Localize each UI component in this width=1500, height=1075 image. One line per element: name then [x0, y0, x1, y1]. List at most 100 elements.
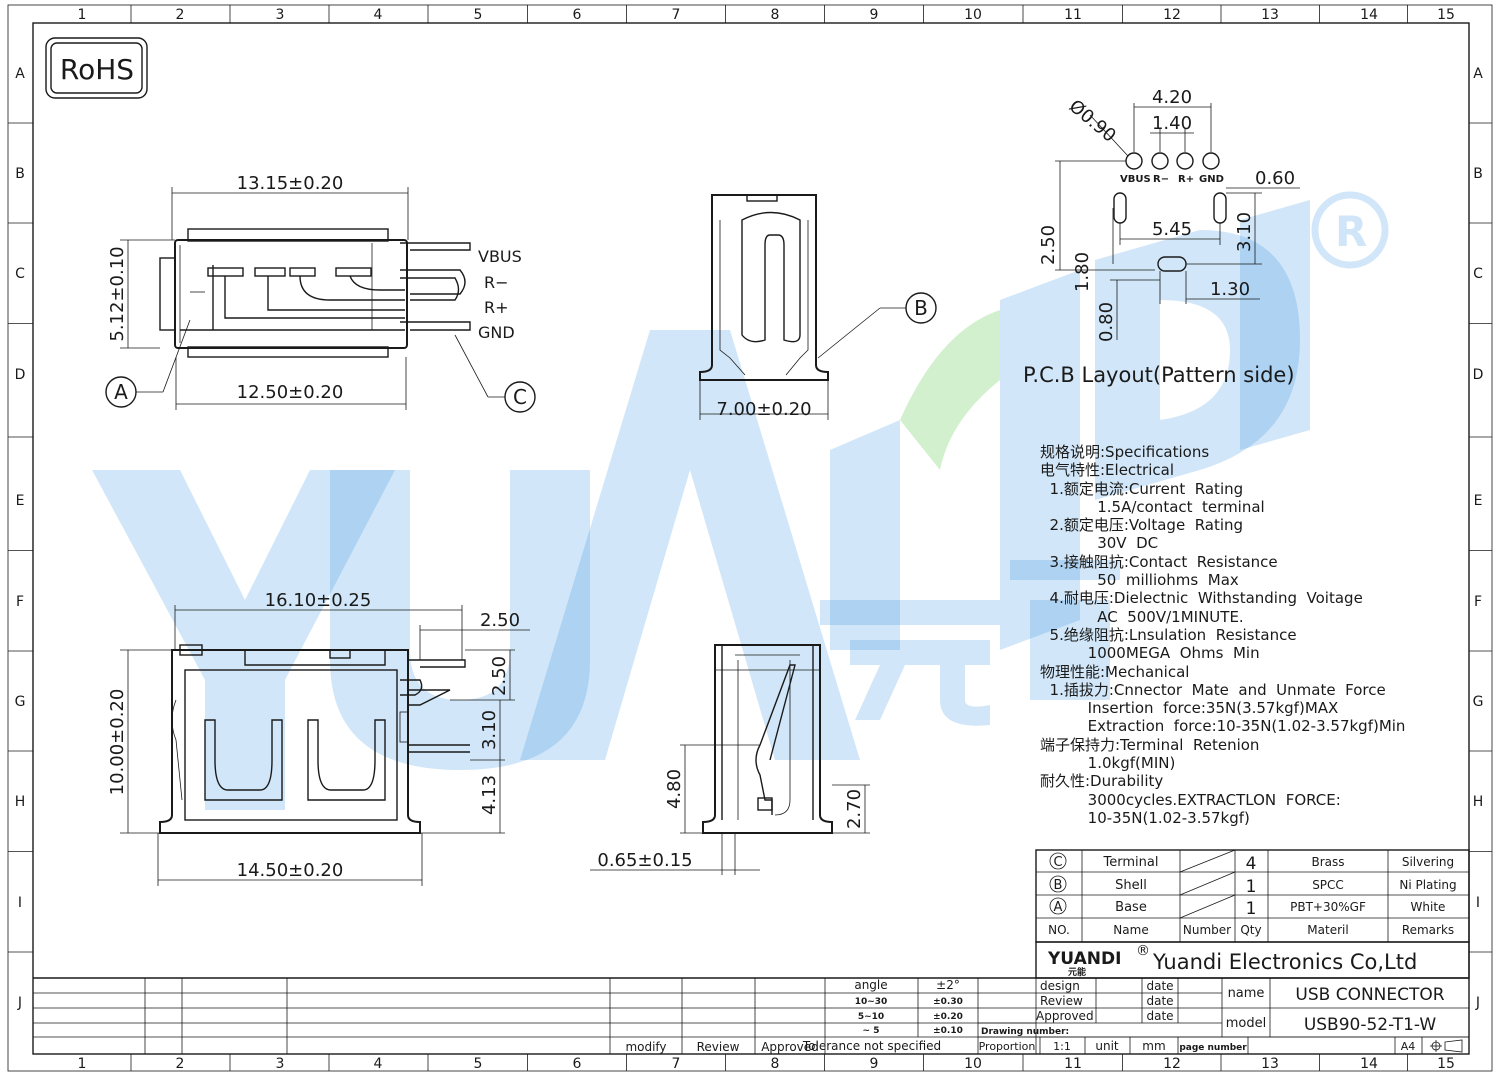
column-label-top: 5: [474, 7, 483, 23]
bom-cell-remarks: White: [1411, 900, 1446, 914]
bom-header-name: Name: [1113, 923, 1148, 937]
row-label-right: J: [1475, 995, 1480, 1011]
column-label-top: 10: [964, 7, 982, 23]
tolerance-range: ~ 5: [863, 1026, 880, 1036]
spec-line: 3000cycles.EXTRACTLON FORCE:: [1040, 790, 1341, 809]
bom-cell-qty: 4: [1246, 854, 1257, 874]
spec-line: Insertion force:35N(3.57kgf)MAX: [1040, 699, 1339, 718]
bom-cell-material: SPCC: [1312, 878, 1344, 892]
spec-line: 电气特性:Electrical: [1040, 461, 1174, 480]
row-label-left: D: [15, 367, 26, 383]
pin-label-gnd: GND: [478, 323, 515, 342]
top-view: VBUS R− R+ GND 13.15±0.20 5.12±0.10 12.5…: [105, 173, 536, 413]
watermark-logo: R: [92, 191, 1389, 810]
spec-line: 5.绝缘阻抗:Lnsulation Resistance: [1040, 625, 1297, 644]
modify-label: modify: [625, 1040, 666, 1054]
pin-label-r-plus: R+: [484, 298, 509, 317]
column-label-bottom: 1: [78, 1056, 87, 1072]
column-label-bottom: 8: [771, 1056, 780, 1072]
bom-cell-material: PBT+30%GF: [1290, 900, 1366, 914]
column-label-bottom: 7: [672, 1056, 681, 1072]
spec-line: 规格说明:Specifications: [1040, 443, 1210, 461]
column-label-top: 13: [1261, 7, 1279, 23]
bom-header-remarks: Remarks: [1402, 923, 1454, 937]
dim-pcb-060: 0.60: [1255, 168, 1295, 189]
row-label-right: H: [1473, 794, 1484, 810]
column-label-bottom: 14: [1360, 1056, 1378, 1072]
dim-pcb-080: 0.80: [1096, 302, 1117, 342]
row-label-left: J: [17, 995, 22, 1011]
rohs-mark: RoHS: [45, 37, 148, 99]
callout-a: A: [114, 380, 128, 404]
bom-cell-name: Terminal: [1103, 855, 1159, 870]
paper-size: A4: [1401, 1040, 1416, 1053]
page-number-label: page number: [1179, 1043, 1247, 1053]
dim-pcb-180: 1.80: [1072, 252, 1093, 292]
row-label-left: C: [15, 266, 25, 282]
pin-label-r-minus: R−: [484, 273, 509, 292]
approved-label-bottom: Approved: [761, 1040, 819, 1054]
side-view: 7.00±0.20 B: [699, 194, 937, 420]
row-label-left: H: [15, 794, 26, 810]
tolerance-range: 10~30: [855, 997, 888, 1007]
model-number: USB90-52-T1-W: [1304, 1015, 1437, 1035]
tolerance-range: angle: [854, 978, 887, 992]
bom-cell-name: Base: [1115, 900, 1147, 915]
column-label-bottom: 13: [1261, 1056, 1279, 1072]
bom-header-number: Number: [1183, 923, 1231, 937]
column-label-top: 6: [573, 7, 582, 23]
row-label-right: D: [1473, 367, 1484, 383]
bom-cell-material: Brass: [1311, 855, 1344, 869]
spec-line: 端子保持力:Terminal Retenion: [1040, 735, 1260, 754]
bom-cell-qty: 1: [1246, 877, 1257, 897]
row-label-right: G: [1473, 694, 1484, 710]
company-logo: YUANDI: [1047, 949, 1121, 969]
dim-pcb-140: 1.40: [1152, 113, 1192, 134]
company-name: Yuandi Electronics Co,Ltd: [1152, 950, 1417, 974]
pin-label-vbus: VBUS: [478, 247, 522, 266]
tolerance-value: ±2°: [936, 978, 960, 992]
dim-top-height: 5.12±0.10: [107, 246, 128, 341]
title-block: YUANDI ® 元能 Yuandi Electronics Co,Ltd: [33, 941, 1470, 1054]
column-label-bottom: 10: [964, 1056, 982, 1072]
spec-line: 50 milliohms Max: [1040, 571, 1239, 590]
dim-front-tab: 2.50: [480, 610, 520, 631]
tolerance-value: ±0.10: [933, 1026, 963, 1036]
model-label: model: [1226, 1016, 1266, 1031]
pcb-layout-title: P.C.B Layout(Pattern side): [1023, 363, 1295, 387]
column-label-top: 15: [1437, 7, 1455, 23]
bom-cell-no: C: [1053, 855, 1062, 870]
dim-front-height: 10.00±0.20: [107, 689, 128, 796]
pcb-pin-r-plus: R+: [1178, 174, 1194, 185]
dim-front-r1: 2.50: [489, 656, 510, 696]
dim-pcb-420: 4.20: [1152, 87, 1192, 108]
column-label-top: 4: [374, 7, 383, 23]
proportion-value: 1:1: [1053, 1040, 1071, 1053]
date-label-1: date: [1146, 979, 1173, 993]
column-label-bottom: 15: [1437, 1056, 1455, 1072]
spec-line: 物理性能:Mechanical: [1040, 662, 1190, 681]
row-label-right: F: [1474, 594, 1482, 610]
column-label-bottom: 11: [1064, 1056, 1082, 1072]
rohs-text: RoHS: [60, 53, 134, 86]
dim-side-width: 7.00±0.20: [716, 399, 811, 420]
pcb-pin-gnd: GND: [1199, 174, 1224, 185]
drawing-frame: [7, 4, 1493, 1072]
bom-cell-remarks: Ni Plating: [1399, 878, 1456, 892]
column-label-top: 8: [771, 7, 780, 23]
svg-text:R: R: [1335, 207, 1367, 256]
row-label-left: F: [16, 594, 24, 610]
company-logo-registered: ®: [1136, 943, 1150, 959]
projection-symbol-icon: [1430, 1039, 1463, 1053]
column-label-top: 7: [672, 7, 681, 23]
column-label-bottom: 2: [176, 1056, 185, 1072]
bom-header-material: Materil: [1307, 923, 1348, 937]
dim-pcb-250: 2.50: [1038, 225, 1059, 265]
tolerance-range: 5~10: [858, 1012, 884, 1022]
spec-line: 1.5A/contact terminal: [1040, 497, 1265, 516]
tolerance-value: ±0.20: [933, 1012, 963, 1022]
row-label-left: I: [18, 895, 22, 911]
dim-end-h1: 4.80: [664, 769, 685, 809]
